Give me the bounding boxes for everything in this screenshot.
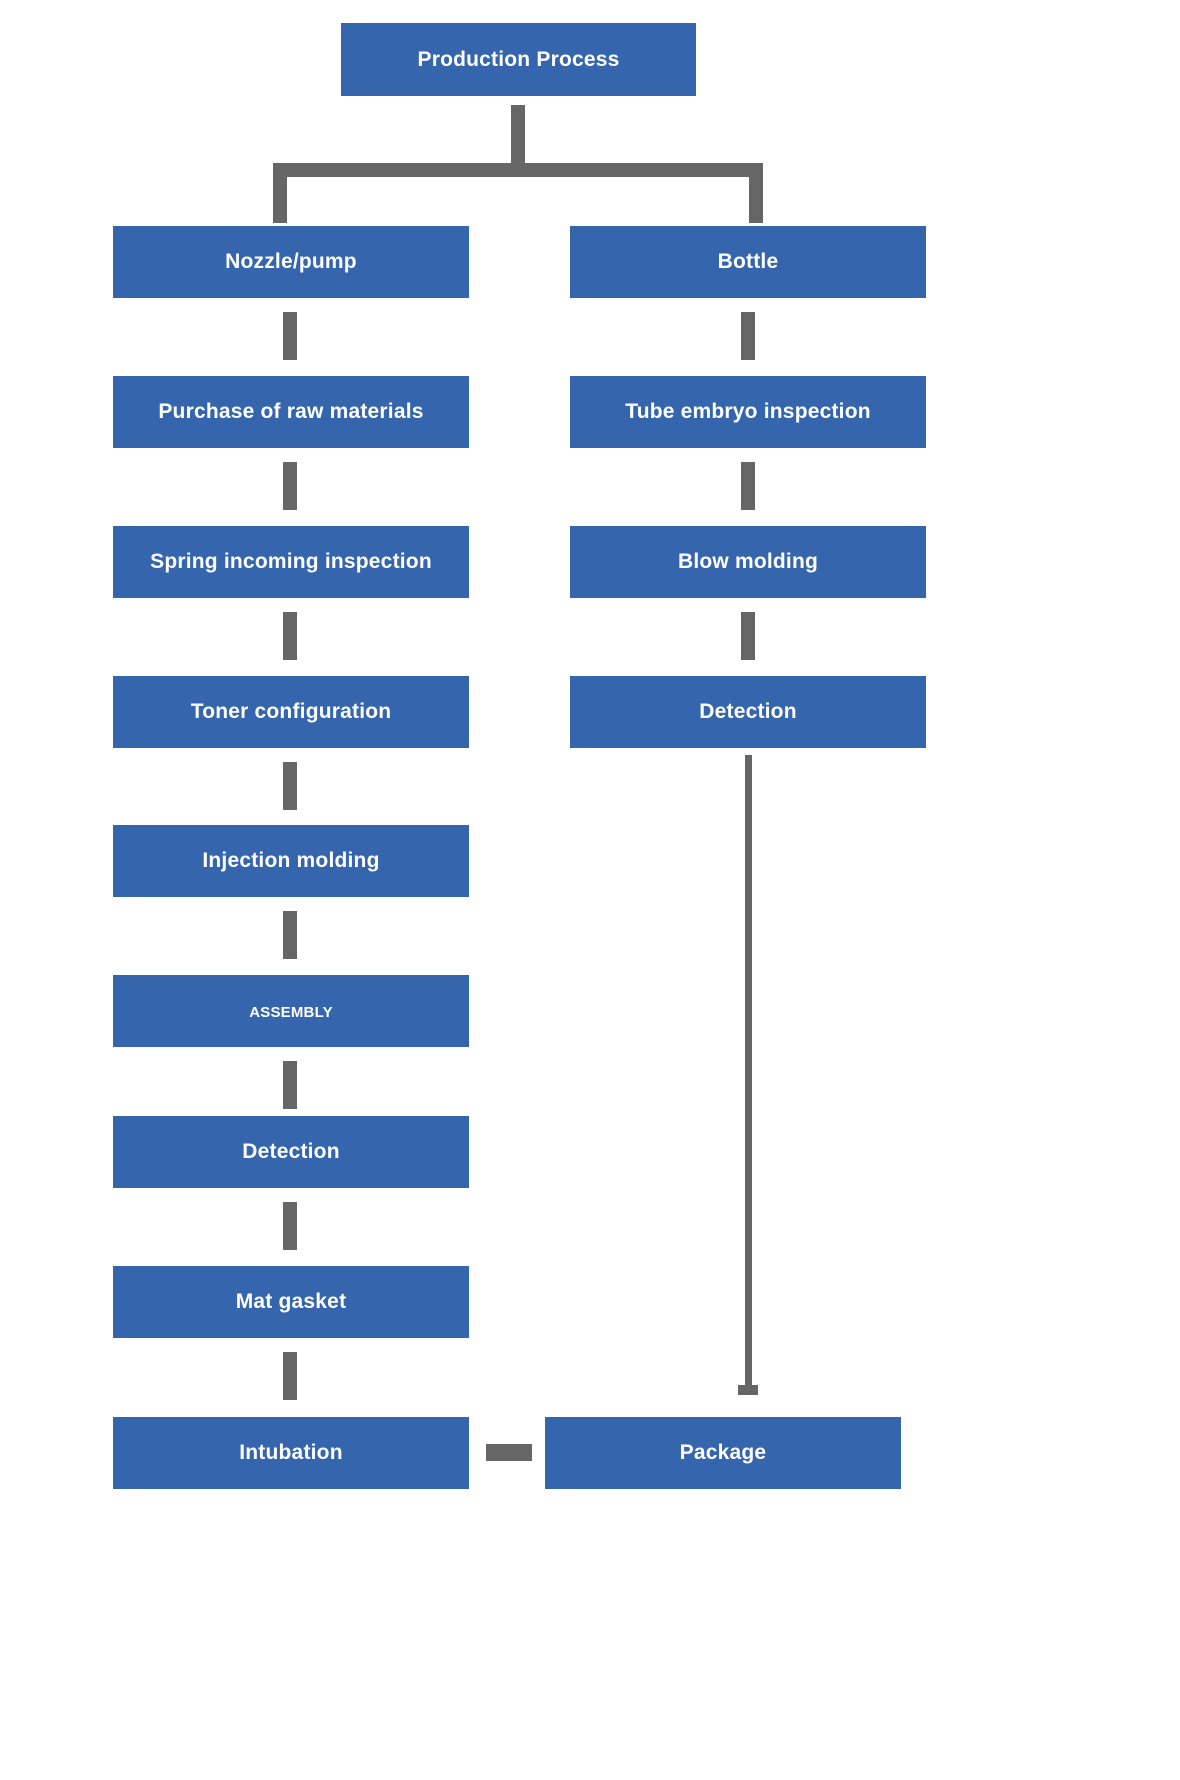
node-assembly[interactable]: Assembly [113, 975, 469, 1047]
connector-left-8 [283, 1352, 297, 1400]
node-spring-incoming-inspection[interactable]: Spring incoming inspection [113, 526, 469, 598]
connector-detection-to-package-arrow [738, 1385, 758, 1395]
node-bottle[interactable]: Bottle [570, 226, 926, 298]
node-purchase-of-raw-materials[interactable]: Purchase of raw materials [113, 376, 469, 448]
connector-right-2 [741, 462, 755, 510]
connector-left-1 [283, 312, 297, 360]
connector-detection-to-package [745, 755, 752, 1391]
node-detection-right[interactable]: Detection [570, 676, 926, 748]
node-intubation[interactable]: Intubation [113, 1417, 469, 1489]
connector-left-6 [283, 1061, 297, 1109]
connector-left-7 [283, 1202, 297, 1250]
node-detection-left[interactable]: Detection [113, 1116, 469, 1188]
connector-split-left-drop [273, 163, 287, 223]
connector-split-bar [273, 163, 763, 177]
connector-root-stem [511, 105, 525, 163]
connector-left-2 [283, 462, 297, 510]
connector-left-3 [283, 612, 297, 660]
node-package[interactable]: Package [545, 1417, 901, 1489]
node-production-process[interactable]: Production Process [341, 23, 696, 96]
connector-split-right-drop [749, 163, 763, 223]
connector-right-3 [741, 612, 755, 660]
node-mat-gasket[interactable]: Mat gasket [113, 1266, 469, 1338]
node-nozzle-pump[interactable]: Nozzle/pump [113, 226, 469, 298]
node-blow-molding[interactable]: Blow molding [570, 526, 926, 598]
node-toner-configuration[interactable]: Toner configuration [113, 676, 469, 748]
connector-right-1 [741, 312, 755, 360]
node-tube-embryo-inspection[interactable]: Tube embryo inspection [570, 376, 926, 448]
node-injection-molding[interactable]: Injection molding [113, 825, 469, 897]
connector-left-4 [283, 762, 297, 810]
connector-left-5 [283, 911, 297, 959]
connector-intubation-to-package [486, 1444, 532, 1461]
